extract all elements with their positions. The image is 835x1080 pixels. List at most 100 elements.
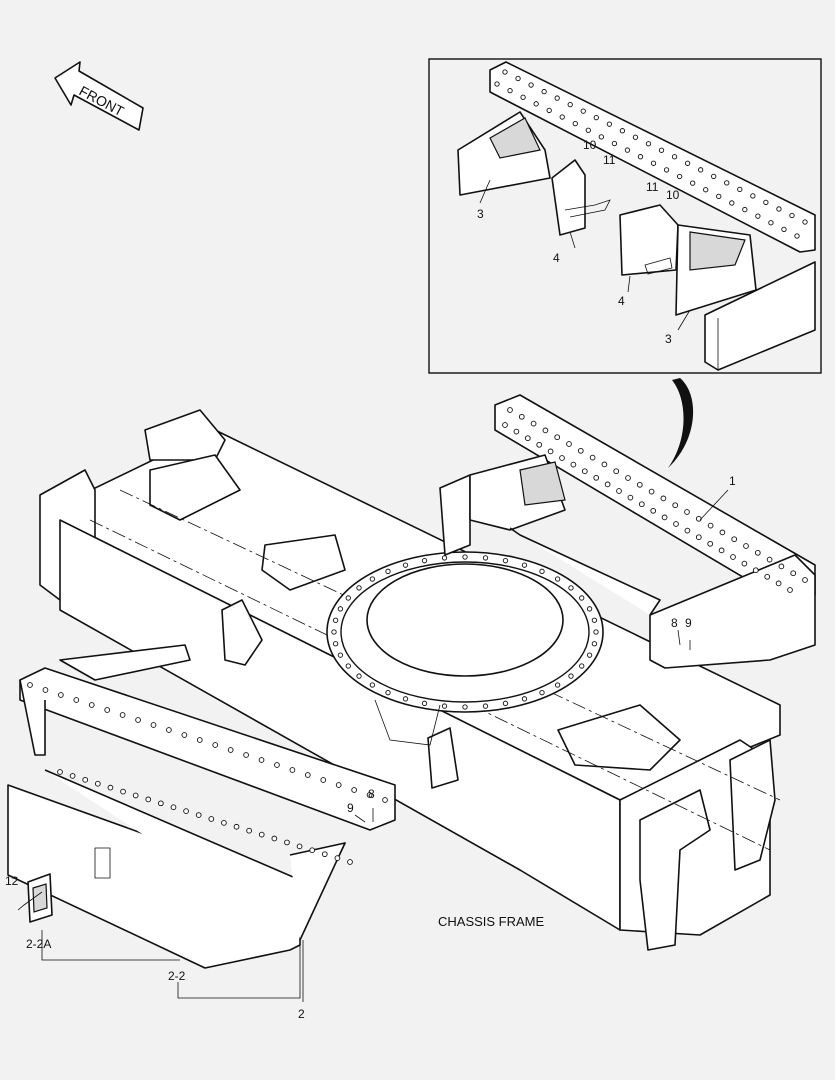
bolt-hole [731,536,738,543]
callout-10-inset-right: 10 [666,188,680,202]
bolt-hole [627,494,634,501]
bolt-hole [660,495,667,502]
bolt-hole [570,461,577,468]
bolt-hole [518,413,525,420]
callout-4-inset-left: 4 [553,251,560,265]
bolt-hole [637,154,644,160]
bolt-hole [320,777,327,783]
bolt-hole [554,434,561,441]
bolt-hole [27,682,33,688]
bolt-hole [673,521,679,527]
bolt-hole [676,173,683,180]
bolt-hole [462,554,468,560]
bolt-hole [789,212,795,219]
bolt-hole [334,855,341,861]
bolt-hole [787,587,793,593]
bolt-hole [589,454,596,461]
bolt-hole [729,200,735,206]
callout-1: 1 [729,474,736,488]
bolt-hole [632,134,639,140]
bolt-hole [568,673,574,679]
bolt-hole [507,87,513,94]
step-assembly-1 [439,394,816,669]
bolt-hole [521,562,528,568]
bolt-hole [369,682,376,688]
bolt-hole [684,509,690,515]
bolt-hole [271,835,278,842]
bolt-hole [337,652,344,658]
bolt-hole [579,595,585,601]
bolt-hole [515,75,521,82]
bolt-hole [120,788,126,795]
bolt-hole [539,690,545,696]
slew-ring [326,551,604,746]
bolt-hole [737,186,743,193]
bolt-hole [567,101,573,108]
bolt-hole [482,703,489,709]
bolt-hole [107,784,114,791]
bolt-hole [593,115,599,121]
bolt-hole [212,742,219,748]
bolt-hole [246,827,252,834]
bolt-hole [650,160,657,166]
bolt-hole [533,101,539,107]
bolt-hole [335,782,342,788]
callout-leaders [17,179,729,1002]
bolt-hole [196,737,203,743]
bolt-hole [711,173,717,179]
bolt-hole [776,206,782,212]
bolt-hole [530,420,537,427]
bolt-hole [619,128,626,134]
bolt-hole [345,663,351,669]
bolt-hole [502,69,508,75]
bolt-hole [104,707,111,713]
bolt-hole [170,804,177,811]
bolt-hole [441,555,448,561]
bolt-hole [764,573,771,580]
inset-leader [668,378,694,468]
bolt-hole [258,757,265,763]
bolt-hole [707,540,714,547]
bolt-hole [513,428,520,435]
bolt-hole [119,712,126,718]
bolt-hole [135,717,141,723]
bolt-hole [421,558,428,564]
bolt-hole [221,820,227,826]
bolt-hole [57,769,63,775]
bolt-hole [636,481,643,488]
bolt-hole [580,108,586,114]
bolt-hole [750,193,756,199]
bolt-hole [741,560,748,567]
callout-8-left: 8 [368,787,375,801]
bolt-hole [507,407,513,413]
bolt-hole [351,787,357,793]
bolt-hole [331,629,337,635]
bolt-hole [502,422,508,428]
bolt-hole [719,529,726,536]
bolt-hole [385,568,391,574]
step-assembly-2 [7,644,396,969]
bolt-hole [356,585,362,591]
bolt-hole [572,121,578,127]
callout-3-inset-right: 3 [665,332,672,346]
callout-11-inset-left: 11 [603,153,616,167]
bolt-hole [421,700,428,706]
bolt-hole [337,606,344,612]
bolt-hole [638,501,645,508]
bolt-hole [650,507,657,514]
bolt-hole [546,107,552,114]
callout-8-right: 8 [671,616,678,630]
bolt-hole [88,702,95,708]
bolt-hole [766,556,773,563]
bolt-hole [606,121,612,127]
bolt-hole [698,167,704,173]
bolt-hole [781,226,787,233]
callout-4-inset-right: 4 [618,294,625,308]
bolt-hole [763,199,769,206]
bolt-hole [296,843,303,850]
bolt-hole [586,606,593,612]
callout-2-2: 2-2 [168,969,186,983]
callout-2: 2 [298,1007,305,1021]
bolt-hole [591,617,598,623]
